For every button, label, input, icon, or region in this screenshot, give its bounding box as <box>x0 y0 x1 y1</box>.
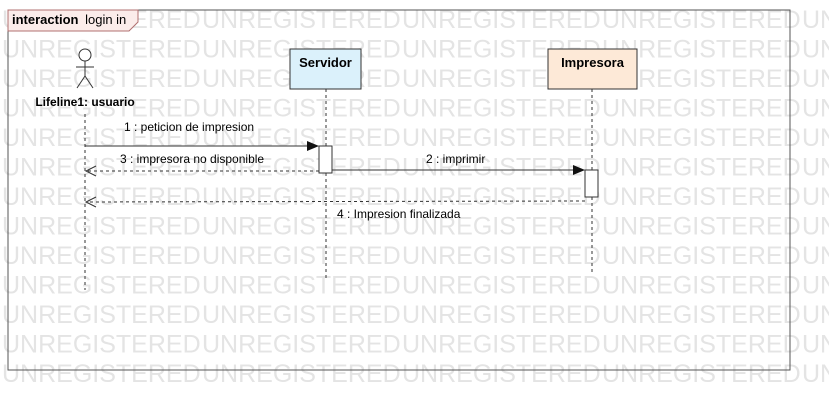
watermark-text: UNREGISTERED <box>602 154 801 182</box>
watermark-text: UNREGISTERED <box>202 183 401 211</box>
watermark-text: UNREGISTERED <box>602 213 801 241</box>
watermark-text: UNREGISTERED <box>802 36 829 64</box>
servidor-label: Servidor <box>299 55 352 70</box>
impresora-head <box>547 48 638 90</box>
watermark-text: UNREGISTERED <box>2 95 201 123</box>
watermark-text: UNREGISTERED <box>2 360 201 388</box>
watermark-text: UNREGISTERED <box>2 124 201 152</box>
watermark-text: UNREGISTERED <box>402 360 601 388</box>
watermark-text: UNREGISTERED <box>202 154 401 182</box>
message-1[interactable]: 1 : peticion de impresion <box>85 120 319 151</box>
watermark-text: UNREGISTERED <box>202 331 401 359</box>
message-2-label: 2 : imprimir <box>426 152 485 166</box>
watermark-text: UNREGISTERED <box>402 272 601 300</box>
watermark-text: UNREGISTERED <box>402 331 601 359</box>
watermark-text: UNREGISTERED <box>802 242 829 270</box>
servidor-activation <box>318 145 333 174</box>
watermark-text: UNREGISTERED <box>602 124 801 152</box>
watermark-text: UNREGISTERED <box>802 154 829 182</box>
servidor-lifeline[interactable]: Servidor <box>289 48 362 280</box>
frame-name-label: interaction login in <box>12 12 126 27</box>
watermark-text: UNREGISTERED <box>2 65 201 93</box>
frame-keyword: interaction <box>12 12 79 27</box>
watermark-text: UNREGISTERED <box>802 331 829 359</box>
watermark-text: UNREGISTERED <box>2 242 201 270</box>
actor-lifeline[interactable]: Lifeline1: usuario <box>35 48 135 290</box>
servidor-head <box>289 48 362 90</box>
watermark-text: UNREGISTERED <box>2 331 201 359</box>
actor-head-icon <box>78 48 92 62</box>
watermark-text: UNREGISTERED <box>402 213 601 241</box>
watermark-text: UNREGISTERED <box>602 360 801 388</box>
impresora-label: Impresora <box>561 55 625 70</box>
watermark-text: UNREGISTERED <box>802 6 829 34</box>
watermark: UNREGISTEREDUNREGISTEREDUNREGISTEREDUNRE… <box>2 6 829 388</box>
watermark-text: UNREGISTERED <box>402 183 601 211</box>
watermark-text: UNREGISTERED <box>602 95 801 123</box>
watermark-text: UNREGISTERED <box>802 272 829 300</box>
watermark-text: UNREGISTERED <box>602 272 801 300</box>
message-4[interactable]: 4 : Impresion finalizada <box>84 196 586 221</box>
watermark-text: UNREGISTERED <box>602 301 801 329</box>
watermark-text: UNREGISTERED <box>2 272 201 300</box>
watermark-text: UNREGISTERED <box>602 183 801 211</box>
actor-right-leg <box>84 75 94 89</box>
frame-name-tab <box>7 9 139 32</box>
watermark-text: UNREGISTERED <box>402 301 601 329</box>
watermark-text: UNREGISTERED <box>202 360 401 388</box>
impresora-activation <box>584 169 599 198</box>
watermark-text: UNREGISTERED <box>802 65 829 93</box>
message-4-line <box>85 200 586 203</box>
watermark-text: UNREGISTERED <box>602 331 801 359</box>
message-1-arrowhead-icon <box>307 141 319 151</box>
watermark-text: UNREGISTERED <box>202 213 401 241</box>
message-3-arrowhead-icon <box>84 165 97 177</box>
watermark-text: UNREGISTERED <box>402 154 601 182</box>
impresora-lifeline[interactable]: Impresora <box>547 48 638 272</box>
watermark-text: UNREGISTERED <box>402 124 601 152</box>
watermark-text: UNREGISTERED <box>202 242 401 270</box>
watermark-text: UNREGISTERED <box>402 242 601 270</box>
watermark-text: UNREGISTERED <box>802 360 829 388</box>
watermark-text: UNREGISTERED <box>602 242 801 270</box>
message-4-label: 4 : Impresion finalizada <box>337 207 461 221</box>
watermark-text: UNREGISTERED <box>802 183 829 211</box>
message-4-arrowhead-icon <box>84 196 97 208</box>
watermark-text: UNREGISTERED <box>802 213 829 241</box>
message-2[interactable]: 2 : imprimir <box>332 152 585 175</box>
watermark-text: UNREGISTERED <box>2 154 201 182</box>
watermark-text: UNREGISTERED <box>802 124 829 152</box>
frame-name: login in <box>85 12 126 27</box>
watermark-text: UNREGISTERED <box>202 301 401 329</box>
watermark-text: UNREGISTERED <box>802 95 829 123</box>
message-2-arrowhead-icon <box>573 165 585 175</box>
message-3[interactable]: 3 : impresora no disponible <box>84 152 319 177</box>
watermark-text: UNREGISTERED <box>2 213 201 241</box>
watermark-text: UNREGISTERED <box>402 6 601 34</box>
interaction-frame <box>7 9 791 371</box>
actor-left-leg <box>76 75 86 89</box>
message-1-label: 1 : peticion de impresion <box>124 120 254 134</box>
message-3-label: 3 : impresora no disponible <box>120 152 264 166</box>
watermark-text: UNREGISTERED <box>202 6 401 34</box>
watermark-text: UNREGISTERED <box>202 272 401 300</box>
watermark-text: UNREGISTERED <box>602 6 801 34</box>
watermark-text: UNREGISTERED <box>202 95 401 123</box>
actor-label: Lifeline1: usuario <box>35 95 134 109</box>
watermark-text: UNREGISTERED <box>2 301 201 329</box>
watermark-text: UNREGISTERED <box>2 36 201 64</box>
watermark-text: UNREGISTERED <box>202 124 401 152</box>
watermark-text: UNREGISTERED <box>802 301 829 329</box>
watermark-text: UNREGISTERED <box>402 95 601 123</box>
watermark-text: UNREGISTERED <box>2 183 201 211</box>
